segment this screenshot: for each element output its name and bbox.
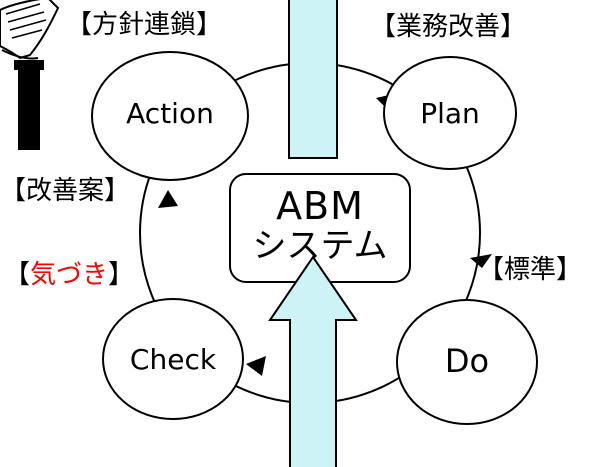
- bottom-up-arrow: [268, 255, 358, 467]
- magnifying-glass-icon: [0, 0, 60, 150]
- node-check: [102, 298, 244, 420]
- node-do-label: Do: [444, 342, 490, 380]
- label-hoshin-rensa: 【方針連鎖】: [66, 10, 223, 40]
- label-kizuki: 【気づき】: [4, 262, 134, 288]
- arrowhead-do-to-check: [246, 356, 266, 376]
- label-kizuki-open: 【: [4, 260, 31, 290]
- node-check-label: Check: [129, 343, 217, 376]
- label-hyojun: 【標準】: [478, 255, 583, 285]
- center-line-abm: ABM: [276, 184, 364, 228]
- arrowhead-check-to-action: [158, 190, 178, 208]
- label-kizuki-close: 】: [108, 260, 135, 290]
- label-kizuki-word: 気づき: [30, 260, 109, 290]
- label-gyomu-kaizen: 【業務改善】: [370, 12, 527, 42]
- node-do: [396, 299, 538, 425]
- top-input-band: [288, 0, 338, 159]
- node-plan-label: Plan: [420, 97, 480, 130]
- label-kaizen-an: 【改善案】: [0, 176, 131, 206]
- center-line-system: システム: [252, 226, 388, 266]
- arrowhead-plan-to-do: [470, 254, 492, 268]
- center-label: ABM システム: [230, 186, 410, 266]
- node-action: [91, 51, 249, 181]
- node-action-label: Action: [126, 97, 214, 130]
- node-plan: [383, 56, 517, 170]
